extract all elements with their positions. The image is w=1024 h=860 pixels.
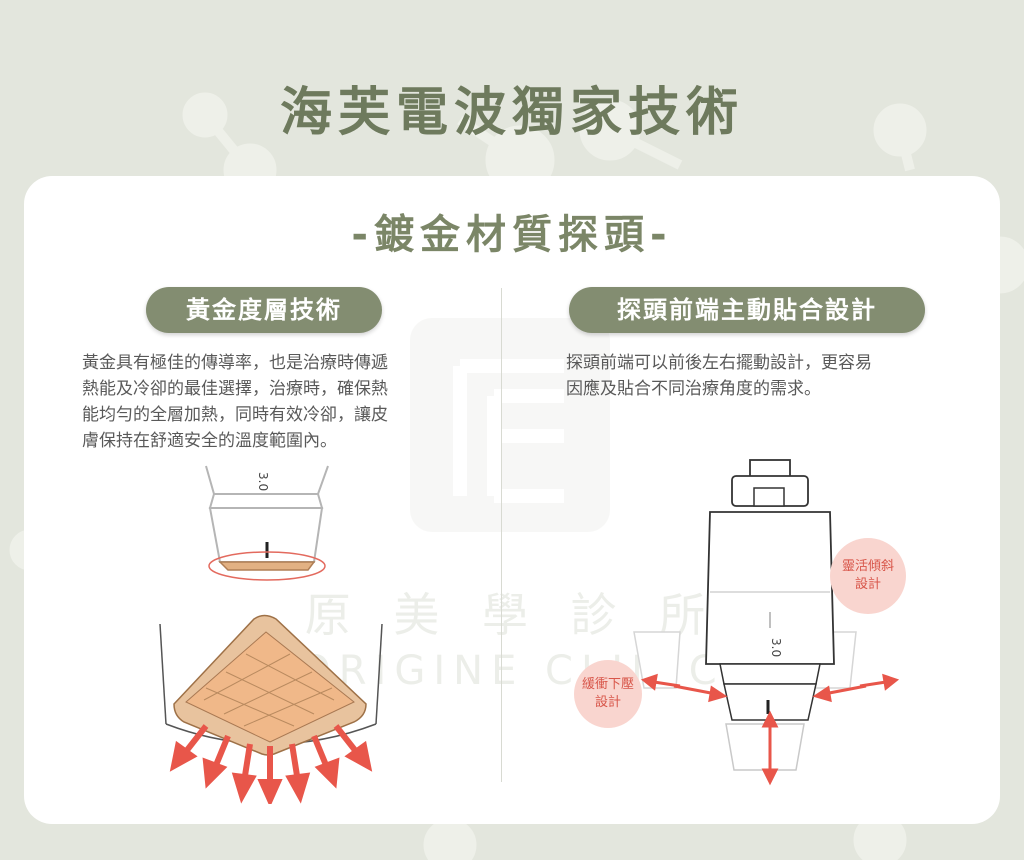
active-fit-heading: 探頭前端主動貼合設計 [569, 287, 925, 333]
description-line: 探頭前端可以前後左右擺動設計，更容易 [566, 353, 872, 373]
description-line: 膚保持在舒適安全的溫度範圍內。 [82, 431, 337, 451]
description-line: 熱能及冷卻的最佳選擇，治療時，確保熱 [82, 379, 388, 399]
section-subtitle: -鍍金材質探頭- [351, 212, 673, 258]
bubble-line: 靈活傾斜 [841, 559, 894, 574]
column-divider [501, 288, 502, 782]
gold-layer-heading: 黃金度層技術 [146, 287, 382, 333]
highlight-ring [208, 551, 326, 581]
page-title: 海芙電波獨家技術 [279, 83, 744, 143]
description-line: 黃金具有極佳的傳導率，也是治療時傳遞 [82, 353, 388, 373]
description-line: 能均勻的全層加熱，同時有效冷卻，讓皮 [82, 405, 388, 425]
tilt-design-bubble: 靈活傾斜 設計 [830, 538, 906, 614]
bubble-line: 設計 [854, 577, 881, 592]
motion-arrows [640, 673, 900, 786]
tilt-probe-illustration: 3.0 [633, 459, 900, 786]
buffer-design-bubble: 緩衝下壓 設計 [574, 660, 642, 728]
probe-size-label: 3.0 [256, 472, 270, 491]
heat-arrows [169, 724, 373, 804]
bubble-line: 設計 [594, 695, 621, 710]
bubble-line: 緩衝下壓 [581, 677, 634, 692]
gold-probe-illustration: 3.0 [159, 465, 383, 804]
probe-size-label: 3.0 [769, 638, 783, 657]
content-card: 原 美 學 診 所 ORIGINE CLINIC -鍍金材質探頭- 黃金度層技術… [24, 176, 1000, 824]
description-line: 因應及貼合不同治療角度的需求。 [566, 379, 821, 399]
gold-layer-description: 黃金具有極佳的傳導率，也是治療時傳遞 熱能及冷卻的最佳選擇，治療時，確保熱 能均… [82, 350, 452, 454]
active-fit-description: 探頭前端可以前後左右擺動設計，更容易 因應及貼合不同治療角度的需求。 [566, 350, 956, 402]
